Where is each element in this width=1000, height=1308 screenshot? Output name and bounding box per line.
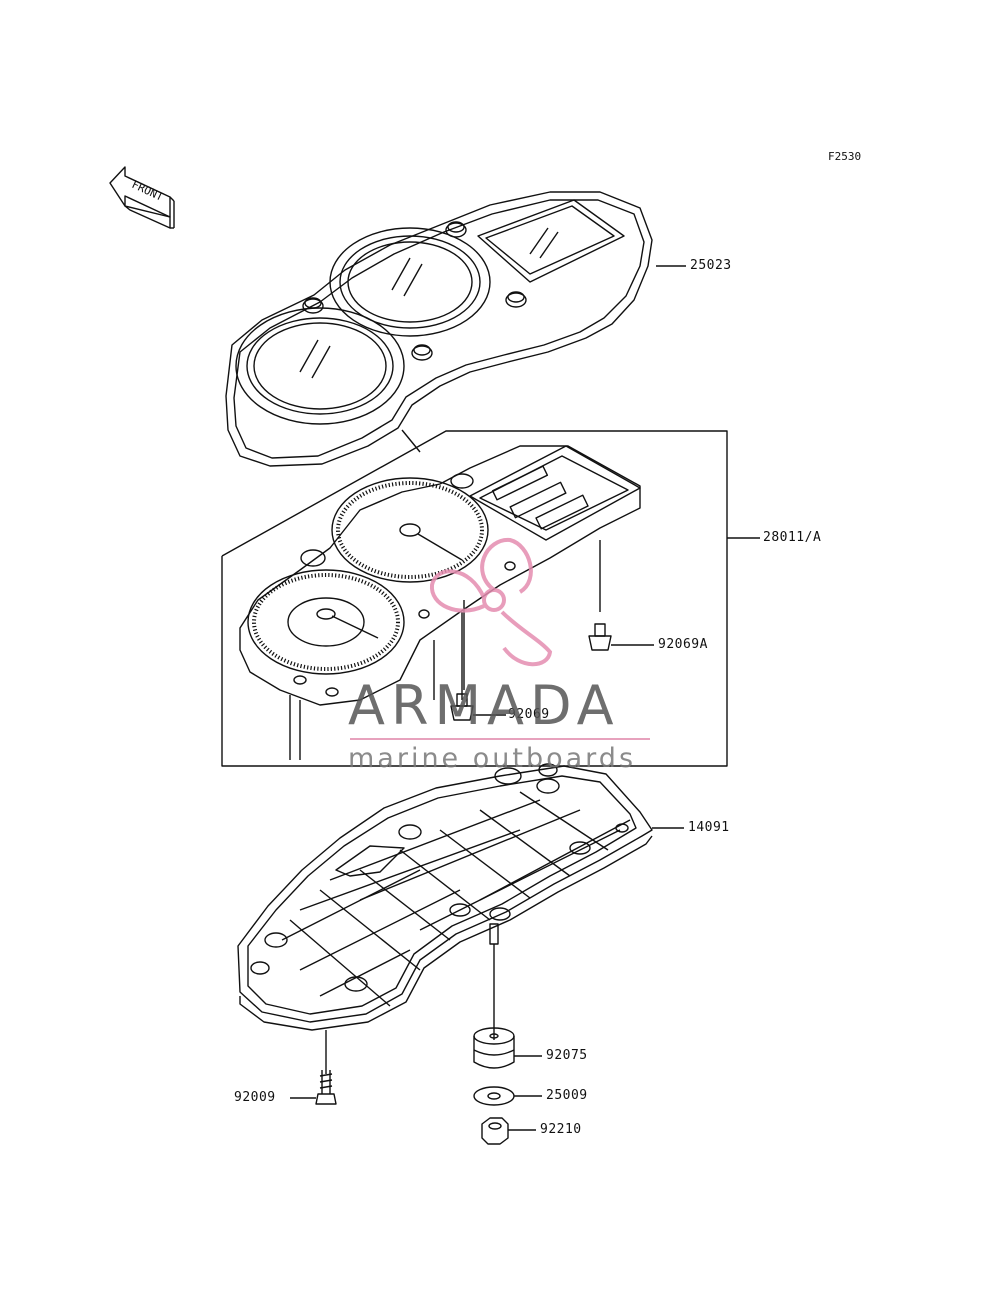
figure-code: F2530 — [828, 150, 862, 163]
grommet-92075 — [473, 1027, 542, 1069]
meter-cover — [225, 191, 653, 467]
nut-92210 — [481, 1117, 536, 1145]
part-label-28011a: 28011/A — [763, 530, 822, 545]
part-label-92069: 92069 — [508, 707, 550, 722]
part-label-92069a: 92069A — [658, 637, 708, 652]
watermark-propeller-icon — [429, 537, 553, 667]
part-label-92075: 92075 — [546, 1048, 588, 1063]
front-arrow-icon: FRONT — [109, 166, 175, 229]
screw-92009 — [290, 1070, 337, 1105]
watermark-subtitle: marine outboards — [348, 743, 637, 774]
watermark-divider — [350, 738, 650, 740]
part-label-92009: 92009 — [234, 1090, 276, 1105]
watermark-title: ARMADA — [348, 674, 620, 737]
screw-92069 — [450, 693, 506, 721]
washer-25009 — [473, 1086, 542, 1106]
meter-assembly — [239, 445, 641, 760]
screw-92069a — [588, 623, 654, 651]
part-label-25009: 25009 — [546, 1088, 588, 1103]
part-label-14091: 14091 — [688, 820, 730, 835]
meter-case — [237, 763, 684, 1074]
part-label-92210: 92210 — [540, 1122, 582, 1137]
meter-assembly-bracket — [221, 430, 728, 767]
part-label-25023: 25023 — [690, 258, 732, 273]
